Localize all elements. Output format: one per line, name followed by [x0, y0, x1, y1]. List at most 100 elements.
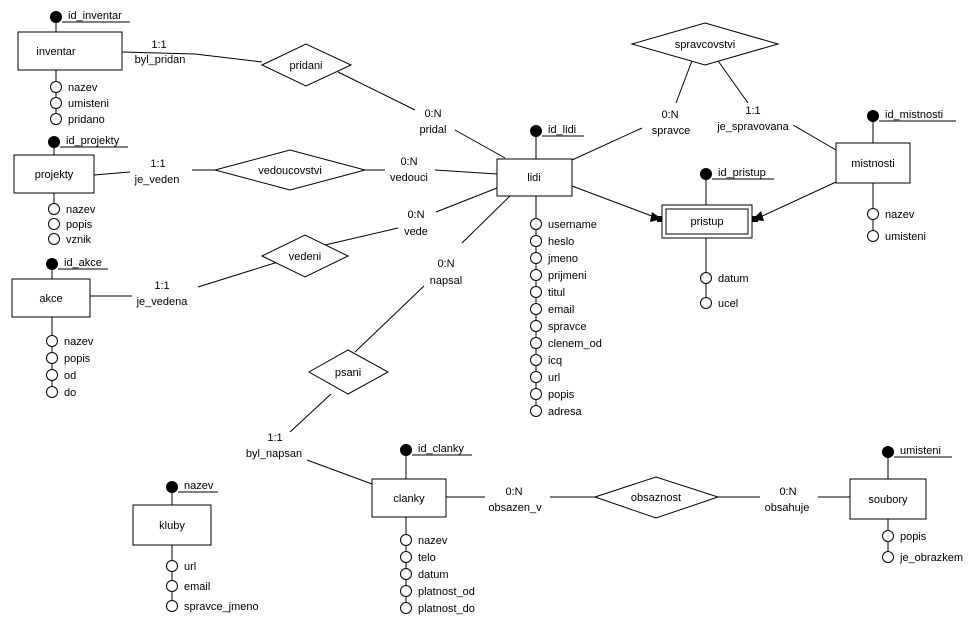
attribute-kluby-spravce-jmeno: spravce_jmeno	[166, 600, 259, 613]
attribute-label: nazev	[64, 336, 94, 348]
relationship-psani-label: psani	[335, 367, 361, 379]
attribute-label: platnost_od	[418, 586, 475, 598]
edge-labels: 1:1 byl_pridan 0:N pridal 1:1 je_veden 0…	[134, 39, 810, 514]
attribute-mistnosti-umisteni: umisteni	[867, 230, 926, 243]
attribute-label: datum	[418, 569, 449, 581]
attribute-inventar-nazev: nazev	[50, 81, 98, 94]
label-inventar-card: 1:1	[151, 39, 166, 51]
label-lidi-vedouci-role: vedouci	[390, 172, 428, 184]
key-lidi: id_lidi	[530, 124, 584, 137]
entity-soubory-label: soubory	[868, 494, 908, 506]
relationship-vedoucovstvi-label: vedoucovstvi	[258, 165, 322, 177]
attribute-marker	[530, 235, 542, 247]
entity-akce-label: akce	[39, 293, 62, 305]
attribute-soubory-popis: popis	[882, 530, 927, 543]
relationship-spravcovstvi-label: spravcovstvi	[675, 39, 736, 51]
entity-mistnosti: mistnosti	[835, 142, 911, 184]
attribute-label: datum	[718, 273, 749, 285]
entity-inventar: inventar	[17, 31, 123, 71]
attribute-marker	[166, 580, 178, 592]
attribute-akce-do: do	[46, 386, 76, 399]
attribute-label: nazev	[68, 82, 98, 94]
key-pristup: id_pristup	[700, 167, 774, 180]
attribute-marker	[400, 551, 412, 563]
label-clanky-psan-role: byl_napsan	[246, 448, 302, 460]
attribute-projekty-vznik: vznik	[48, 233, 92, 246]
attribute-marker	[50, 97, 62, 109]
edge-akce-vedeni-2	[197, 261, 279, 288]
entity-kluby-label: kluby	[159, 520, 185, 532]
label-mistnosti-role: je_spravovana	[716, 121, 789, 133]
edge-pridani-lidi-2	[454, 129, 506, 159]
attribute-marker	[882, 551, 894, 563]
relationship-vedoucovstvi: vedoucovstvi	[213, 149, 367, 191]
label-lidi-pridal-role: pridal	[420, 124, 447, 136]
edge-inventar-pridani	[121, 51, 196, 55]
relationship-psani: psani	[307, 349, 390, 395]
attribute-label: pridano	[68, 114, 105, 126]
label-akce-card: 1:1	[154, 280, 169, 292]
edge-vedoucovstvi-lidi-2	[434, 169, 498, 175]
attribute-marker	[48, 218, 60, 230]
attribute-lidi-spravce: spravce	[530, 320, 587, 333]
attribute-marker	[46, 386, 58, 398]
key-inventar-label: id_inventar	[68, 10, 122, 22]
entity-lidi: lidi	[496, 158, 573, 197]
label-inventar-role: byl_pridan	[135, 54, 186, 66]
label-lidi-napsal-role: napsal	[430, 275, 462, 287]
edge-psani-clanky	[289, 393, 332, 433]
attribute-label: adresa	[548, 406, 583, 418]
edge-lidi-psani	[461, 195, 511, 244]
attribute-label: ucel	[718, 298, 738, 310]
attribute-label: email	[548, 304, 574, 316]
attribute-lidi-prijmeni: prijmeni	[530, 269, 587, 282]
attribute-label: platnost_do	[418, 603, 475, 615]
key-kluby-label: nazev	[184, 480, 214, 492]
key-projekty-label: id_projekty	[66, 135, 120, 147]
entity-pristup: pristup	[661, 204, 753, 239]
attribute-lidi-popis: popis	[530, 388, 575, 401]
attribute-marker	[530, 252, 542, 264]
label-lidi-vede-card: 0:N	[407, 209, 424, 221]
attribute-marker	[530, 303, 542, 315]
entity-inventar-label: inventar	[36, 46, 75, 58]
attribute-label: clenem_od	[548, 338, 602, 350]
label-lidi-vedouci-card: 0:N	[400, 156, 417, 168]
attribute-marker	[882, 530, 894, 542]
relationship-pridani-label: pridani	[289, 60, 322, 72]
relationship-edges	[90, 51, 850, 498]
key-inventar: id_inventar	[50, 10, 130, 23]
attribute-marker	[530, 337, 542, 349]
edge-vedeni-lidi-2	[435, 187, 498, 213]
attribute-clanky-platnost-od: platnost_od	[400, 585, 475, 598]
entity-clanky-label: clanky	[393, 493, 425, 505]
label-lidi-spravce-role: spravce	[652, 125, 691, 137]
attribute-label: popis	[548, 389, 575, 401]
attribute-label: nazev	[885, 209, 915, 221]
attribute-lidi-icq: icq	[530, 354, 562, 367]
key-soubory: umisteni	[882, 445, 952, 458]
attribute-label: heslo	[548, 236, 574, 248]
key-projekty: id_projekty	[48, 135, 128, 148]
attribute-marker	[48, 203, 60, 215]
attribute-marker	[46, 352, 58, 364]
attribute-label: popis	[900, 531, 927, 543]
label-clanky-obsazen-card: 0:N	[505, 486, 522, 498]
attribute-marker	[530, 286, 542, 298]
key-akce: id_akce	[46, 257, 108, 270]
attribute-lidi-url: url	[530, 371, 560, 384]
attribute-label: je_obrazkem	[899, 552, 963, 564]
edge-spravcovstvi-mistnosti-2	[792, 124, 837, 151]
attribute-label: popis	[64, 353, 91, 365]
attribute-lidi-adresa: adresa	[530, 405, 583, 418]
attribute-clanky-datum: datum	[400, 568, 449, 581]
attribute-label: umisteni	[885, 231, 926, 243]
edge-inventar-pridani-2	[194, 53, 263, 63]
key-lidi-label: id_lidi	[548, 124, 576, 136]
label-lidi-pridal-card: 0:N	[424, 108, 441, 120]
attribute-inventar-pridano: pridano	[50, 113, 105, 126]
attribute-marker	[700, 272, 712, 284]
attribute-lidi-clenem-od: clenem_od	[530, 337, 602, 350]
label-lidi-napsal-card: 0:N	[437, 258, 454, 270]
attribute-marker	[46, 335, 58, 347]
